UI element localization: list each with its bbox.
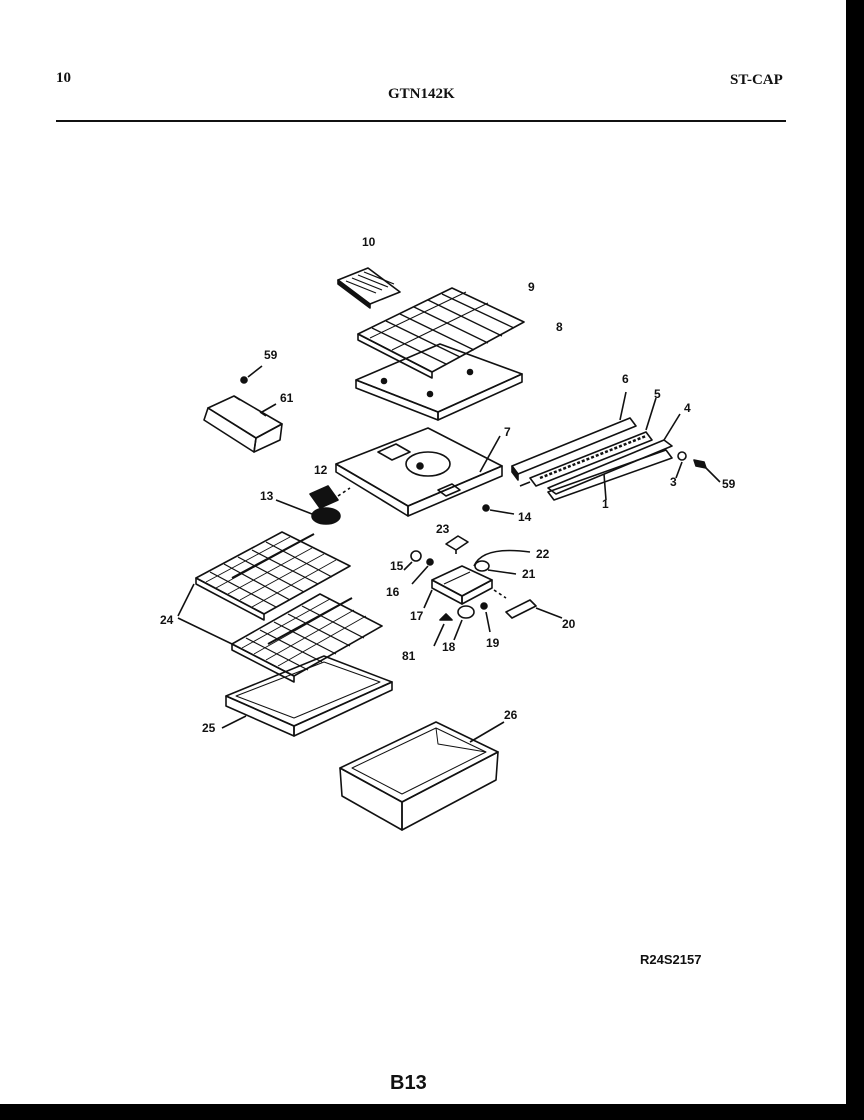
callout-18: 18	[442, 640, 456, 654]
part-19-screw	[480, 602, 491, 633]
part-5-heater	[519, 397, 657, 487]
part-12-socket	[309, 485, 351, 509]
part-16-clip	[411, 558, 434, 585]
callout-5: 5	[654, 387, 661, 401]
part-17-thermostat	[423, 565, 493, 609]
callout-17: 17	[410, 609, 424, 623]
callout-19: 19	[486, 636, 500, 650]
header-rule	[56, 120, 786, 122]
callout-16: 16	[386, 585, 400, 599]
callout-3: 3	[670, 475, 677, 489]
callout-20: 20	[562, 617, 576, 631]
callout-25: 25	[202, 721, 216, 735]
part-4-rail	[547, 413, 681, 495]
part-7-housing	[335, 427, 503, 517]
callout-15: 15	[390, 559, 404, 573]
part-24-shelf-upper	[195, 531, 351, 621]
part-61-bracket	[203, 395, 283, 453]
part-24-leader	[177, 583, 233, 645]
part-20-bracket	[493, 589, 563, 619]
scan-border-bottom	[0, 1104, 864, 1120]
part-25-glass-shelf	[221, 655, 393, 737]
callout-7: 7	[504, 425, 511, 439]
callout-6: 6	[622, 372, 629, 386]
model-number: GTN142K	[388, 86, 455, 102]
callout-8: 8	[556, 320, 563, 334]
part-8-tray	[355, 343, 523, 421]
callout-14: 14	[518, 510, 532, 524]
callout-59-left: 59	[264, 348, 278, 362]
part-24-shelf-lower	[231, 593, 383, 683]
callout-26: 26	[504, 708, 518, 722]
part-59-screw-right	[693, 459, 721, 483]
part-59-screw-left	[240, 365, 263, 384]
callout-13: 13	[260, 489, 274, 503]
callout-9: 9	[528, 280, 535, 294]
callout-10: 10	[362, 235, 376, 249]
callout-22: 22	[536, 547, 550, 561]
part-10-grille	[337, 267, 401, 309]
part-1-rail	[547, 449, 673, 501]
part-9-grille	[357, 287, 525, 379]
callout-59-right: 59	[722, 477, 736, 491]
section-number: 10	[56, 70, 71, 86]
scan-border-right	[846, 0, 864, 1120]
callout-21: 21	[522, 567, 536, 581]
callout-23: 23	[436, 522, 450, 536]
part-81-screw	[433, 613, 453, 647]
part-14-screw	[482, 504, 515, 515]
callout-61: 61	[280, 391, 294, 405]
callout-4: 4	[684, 401, 691, 415]
callout-81: 81	[402, 649, 416, 663]
part-21-nut	[474, 560, 517, 575]
section-code: ST-CAP	[730, 72, 783, 88]
part-22-capillary	[473, 549, 531, 567]
callout-24: 24	[160, 613, 174, 627]
drawing-reference: R24S2157	[640, 952, 702, 967]
part-23-knob	[445, 535, 469, 554]
page-number: B13	[390, 1072, 427, 1094]
part-15-sensor	[403, 550, 422, 571]
part-13-bulb	[275, 499, 341, 525]
callout-12: 12	[314, 463, 328, 477]
part-26-crisper	[339, 721, 505, 831]
part-18-dial	[453, 605, 475, 641]
part-6-rail	[511, 391, 637, 481]
part-3-clip	[675, 451, 687, 479]
callout-1: 1	[602, 497, 609, 511]
